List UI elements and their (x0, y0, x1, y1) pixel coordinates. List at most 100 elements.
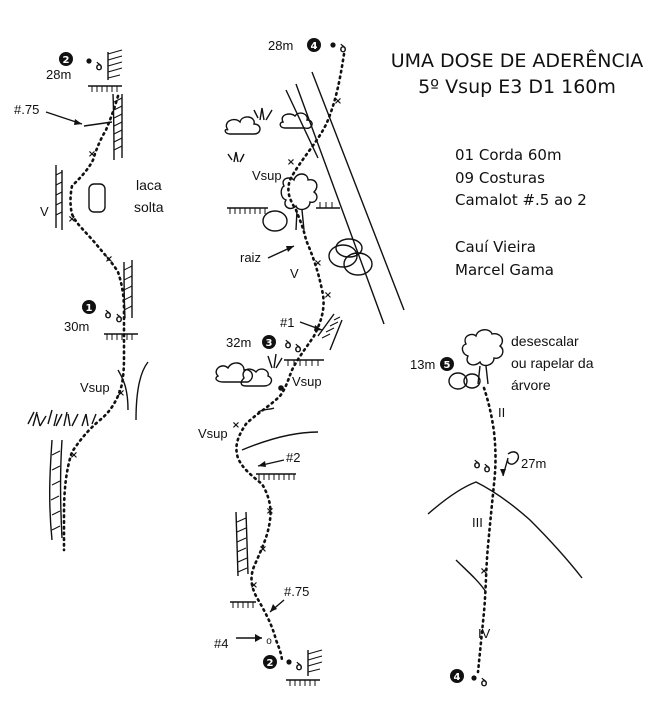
ledge-hatch (229, 208, 266, 214)
bolt-marker: × (334, 96, 342, 107)
descent-note-2: ou rapelar da (511, 355, 594, 371)
grade-vsup-low: Vsup (198, 426, 228, 441)
crack-middle-hatch (123, 265, 133, 311)
crack-upper-hatch (113, 97, 123, 151)
arrow-head (500, 469, 506, 476)
boulder (328, 244, 358, 268)
pitch-2-section: 4 ꝺ 28m (198, 38, 405, 686)
loose-flake-shape (88, 183, 106, 213)
wall-hatch (107, 49, 123, 79)
dihedral-left (55, 165, 63, 230)
anchor-dot (286, 659, 292, 665)
slab-edge-1 (295, 83, 385, 325)
anchor-bolt-icon: ꝺ (105, 308, 112, 321)
grade-vsup-pitch1: Vsup (80, 380, 110, 395)
cam-1-label: #1 (280, 315, 294, 330)
belay3-ledge-hatch (287, 360, 319, 366)
arrow-head (258, 461, 266, 467)
tree-belay5 (448, 329, 504, 390)
belay-3-number: 3 (266, 338, 273, 349)
belay-5-bubble (440, 357, 454, 371)
belay-2-bubble-bottom (263, 655, 277, 669)
rappel-icon (502, 451, 520, 477)
pitch-3-section: 5 13m desescalar ou rapelar da árvore × … (410, 329, 594, 689)
grade-iv: IV (478, 626, 491, 641)
loose-flake-label-1: laca (136, 177, 162, 193)
ledge-cam075-hatch (232, 602, 254, 608)
gear-rope: 01 Corda 60m (455, 146, 562, 164)
arrow-head (270, 604, 277, 612)
belay-1-bubble (82, 300, 96, 314)
crack-cam1 (317, 313, 343, 351)
author-2: Marcel Gama (455, 261, 554, 279)
bolt-marker: × (105, 254, 113, 265)
grade-ii: II (498, 405, 505, 420)
belay-4-number: 4 (311, 41, 318, 52)
ledge-cam2-hatch (258, 474, 295, 480)
rock-feature-line (455, 559, 487, 593)
grade-vsup-mid: Vsup (292, 374, 322, 389)
grade-v-pitch1: V (40, 204, 49, 219)
crack-lower-middle-hatch (236, 517, 248, 573)
anchor-bolt-icon: ꝺ (484, 462, 491, 475)
belay-4-bubble (307, 38, 321, 52)
belay1-ledge-hatch (106, 334, 133, 340)
boulder (343, 252, 373, 276)
anchor-dot (86, 58, 92, 64)
belay-3-bubble (262, 335, 276, 349)
ledge-right-hatch (319, 202, 333, 208)
belay-3-height: 32m (226, 335, 251, 350)
belay-5-height: 13m (410, 357, 435, 372)
bolt-marker: × (68, 214, 76, 225)
slab-edge-2 (311, 71, 405, 311)
bolt-marker: × (314, 258, 322, 269)
anchor-bolt-icon: ꝺ (481, 676, 488, 689)
crack-lower-middle (235, 511, 249, 577)
arrow-head (74, 119, 82, 125)
rock-feature-line (257, 407, 275, 413)
bolt-marker: × (259, 544, 267, 555)
arrow-head (286, 246, 294, 252)
belay-5-number: 5 (444, 360, 451, 371)
crack-upper (112, 93, 123, 161)
crack-lower (49, 439, 63, 541)
rock-feature-line (241, 431, 319, 451)
grade-iii: III (472, 515, 483, 530)
cam-2-label: #2 (286, 450, 300, 465)
bolt-marker: × (287, 157, 295, 168)
bolt-marker: × (70, 450, 78, 461)
crack-cam1-hatch (321, 316, 341, 339)
root-label: raiz (240, 250, 261, 265)
wall-edge-bottom-hatch (307, 649, 323, 673)
belay-2-number-bottom: 2 (267, 658, 274, 669)
bolt-marker: × (250, 580, 258, 591)
bush-cluster (27, 409, 97, 427)
anchor-bolt-icon: ꝺ (285, 338, 292, 351)
route-line-pitch-2 (235, 52, 346, 664)
belay-4-number-bottom: 4 (454, 672, 461, 683)
belay-4-height: 28m (268, 38, 293, 53)
bolt-marker: × (324, 290, 332, 301)
ledge-small (83, 121, 113, 127)
author-1: Cauí Vieira (455, 238, 536, 256)
anchor-dot (278, 385, 284, 391)
belay-ledge-hatch (91, 86, 118, 92)
cam-075-label-p2: #.75 (284, 584, 309, 599)
bolt-marker: × (232, 420, 240, 431)
belay-1-height: 30m (64, 319, 89, 334)
cam-075-label: #.75 (14, 102, 39, 117)
rappel-height: 27m (521, 456, 546, 471)
belay-2-bubble (59, 52, 73, 66)
boulder (335, 238, 363, 258)
route-grade-summary: 5º Vsup E3 D1 160m (418, 76, 616, 98)
shrub-cloud (224, 107, 313, 163)
dihedral-hatch (55, 171, 63, 216)
belay-1-number: 1 (86, 303, 93, 314)
anchor-dot (330, 42, 336, 48)
bolt-marker: × (117, 388, 125, 399)
route-line-pitch-3 (476, 386, 497, 674)
anchor-bolt-icon: ꝺ (96, 60, 103, 73)
ridge-line (427, 481, 583, 579)
route-title: UMA DOSE DE ADERÊNCIA (391, 49, 644, 72)
